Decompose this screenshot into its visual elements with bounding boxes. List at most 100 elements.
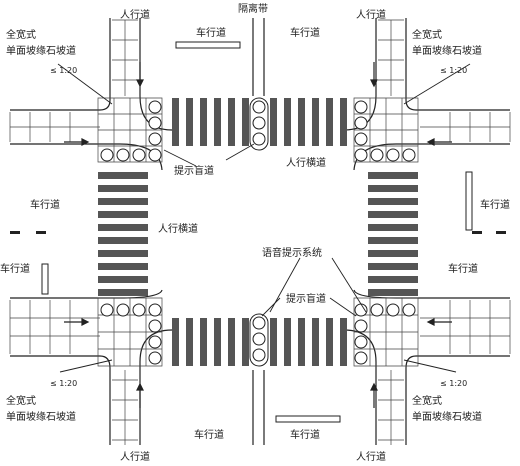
leader-tactile-bottom-b (329, 297, 357, 317)
zebra-stripe (98, 263, 148, 270)
grid-tl-horizontal (9, 112, 100, 142)
label-roadway-right-lower: 车行道 (448, 262, 478, 275)
direction-arrows (64, 62, 452, 408)
label-ramp-bl-1: 全宽式 (6, 394, 36, 407)
lane-dash (10, 231, 20, 234)
label-roadway-bottom-left: 车行道 (194, 428, 224, 441)
zebra-stripe (270, 98, 277, 146)
lane-dash (472, 231, 482, 234)
zebra-stripe (98, 211, 148, 218)
leader-tactile-bottom (261, 297, 281, 317)
zebra-stripe (284, 318, 291, 366)
tactile-dot (148, 319, 162, 333)
tactile-dot (252, 316, 266, 330)
label-voice-system: 语音提示系统 (262, 246, 322, 259)
median-dots-top (249, 97, 269, 151)
label-ramp-tl-2: 单面坡缘石坡道 (6, 44, 76, 57)
arrow-up-icon (136, 382, 144, 408)
label-tactile-top: 提示盲道 (174, 164, 214, 177)
tactile-dot (148, 116, 162, 130)
road-edge-tl-horizontal (10, 143, 163, 171)
zebra-stripe (98, 276, 148, 283)
label-slope-tl: ≤ 1:20 (50, 66, 77, 75)
label-sidewalk-top-left: 人行道 (120, 8, 150, 21)
curb-top-left-corner (10, 99, 111, 111)
tactile-dot (252, 116, 266, 130)
lane-bar-left (41, 263, 49, 295)
grid-br-horizontal (420, 300, 511, 354)
label-ramp-tr-2: 单面坡缘石坡道 (412, 44, 482, 57)
lane-bar-right (465, 171, 473, 231)
tactile-dot (354, 351, 368, 365)
lane-dash (36, 231, 46, 234)
tactile-dot (116, 148, 130, 162)
tactile-dot (100, 148, 114, 162)
lane-dash (496, 231, 506, 234)
zebra-stripe (326, 318, 333, 366)
arrow-right-icon (64, 138, 90, 146)
median-top (252, 18, 265, 96)
zebra-stripe (312, 98, 319, 146)
zebra-stripe (312, 318, 319, 366)
median-bottom (252, 370, 265, 445)
grid-br-vertical (378, 370, 404, 445)
curb-bottom-right-corner (405, 355, 510, 369)
tactile-dot (252, 348, 266, 362)
tactile-dot (148, 100, 162, 114)
median-island-top (249, 97, 269, 151)
zebra-stripe (368, 185, 418, 192)
crosswalk-left (98, 172, 148, 296)
leader-ramp-bl (59, 359, 113, 373)
zebra-stripe (368, 224, 418, 231)
label-ramp-br-1: 全宽式 (412, 394, 442, 407)
zebra-stripe (368, 276, 418, 283)
zebra-stripe (368, 237, 418, 244)
grid-tl-vertical (112, 19, 138, 96)
arrow-left-icon (426, 138, 452, 146)
tactile-dot (386, 148, 400, 162)
tactile-dot (252, 332, 266, 346)
tactile-dot (354, 335, 368, 349)
tactile-dot (402, 303, 416, 317)
leader-ramp-tl (57, 63, 113, 105)
zebra-stripe (326, 98, 333, 146)
zebra-stripe (270, 318, 277, 366)
tactile-dot (100, 303, 114, 317)
tactile-dot (370, 303, 384, 317)
median-island-bottom (249, 313, 269, 367)
curb-lines (10, 18, 510, 445)
arrow-right-icon (64, 318, 90, 326)
zebra-stripe (368, 172, 418, 179)
zebra-stripe (98, 250, 148, 257)
leader-tactile-top-a (163, 149, 197, 167)
tactile-dots-corners (100, 100, 416, 365)
zebra-stripe (368, 198, 418, 205)
label-ramp-tl-1: 全宽式 (6, 28, 36, 41)
zebra-stripe (298, 98, 305, 146)
zebra-stripe (98, 185, 148, 192)
tactile-dot (354, 116, 368, 130)
zebra-stripe (228, 318, 235, 366)
grid-bl-corner (97, 297, 163, 367)
zebra-stripe (98, 224, 148, 231)
text-labels: 隔离带 人行道 人行道 人行道 人行道 车行道 车行道 车行道 车行道 车行道 … (0, 2, 510, 463)
zebra-stripe (368, 211, 418, 218)
tactile-dot (252, 132, 266, 146)
zebra-stripe (340, 318, 347, 366)
zebra-stripe (228, 98, 235, 146)
label-roadway-top-right: 车行道 (290, 26, 320, 39)
zebra-stripe (284, 98, 291, 146)
label-sidewalk-top-right: 人行道 (356, 8, 386, 21)
grid-br-corner (353, 297, 419, 367)
label-ramp-bl-2: 单面坡缘石坡道 (6, 410, 76, 423)
sidewalk-grids (9, 19, 511, 445)
tactile-dot (116, 303, 130, 317)
lane-bar-top (175, 41, 241, 49)
tactile-dot (252, 100, 266, 114)
label-slope-bl: ≤ 1:20 (50, 379, 77, 388)
label-crosswalk-right: 人行横道 (286, 156, 326, 169)
label-roadway-left-upper: 车行道 (30, 198, 60, 211)
median-dots-bottom (249, 313, 269, 367)
